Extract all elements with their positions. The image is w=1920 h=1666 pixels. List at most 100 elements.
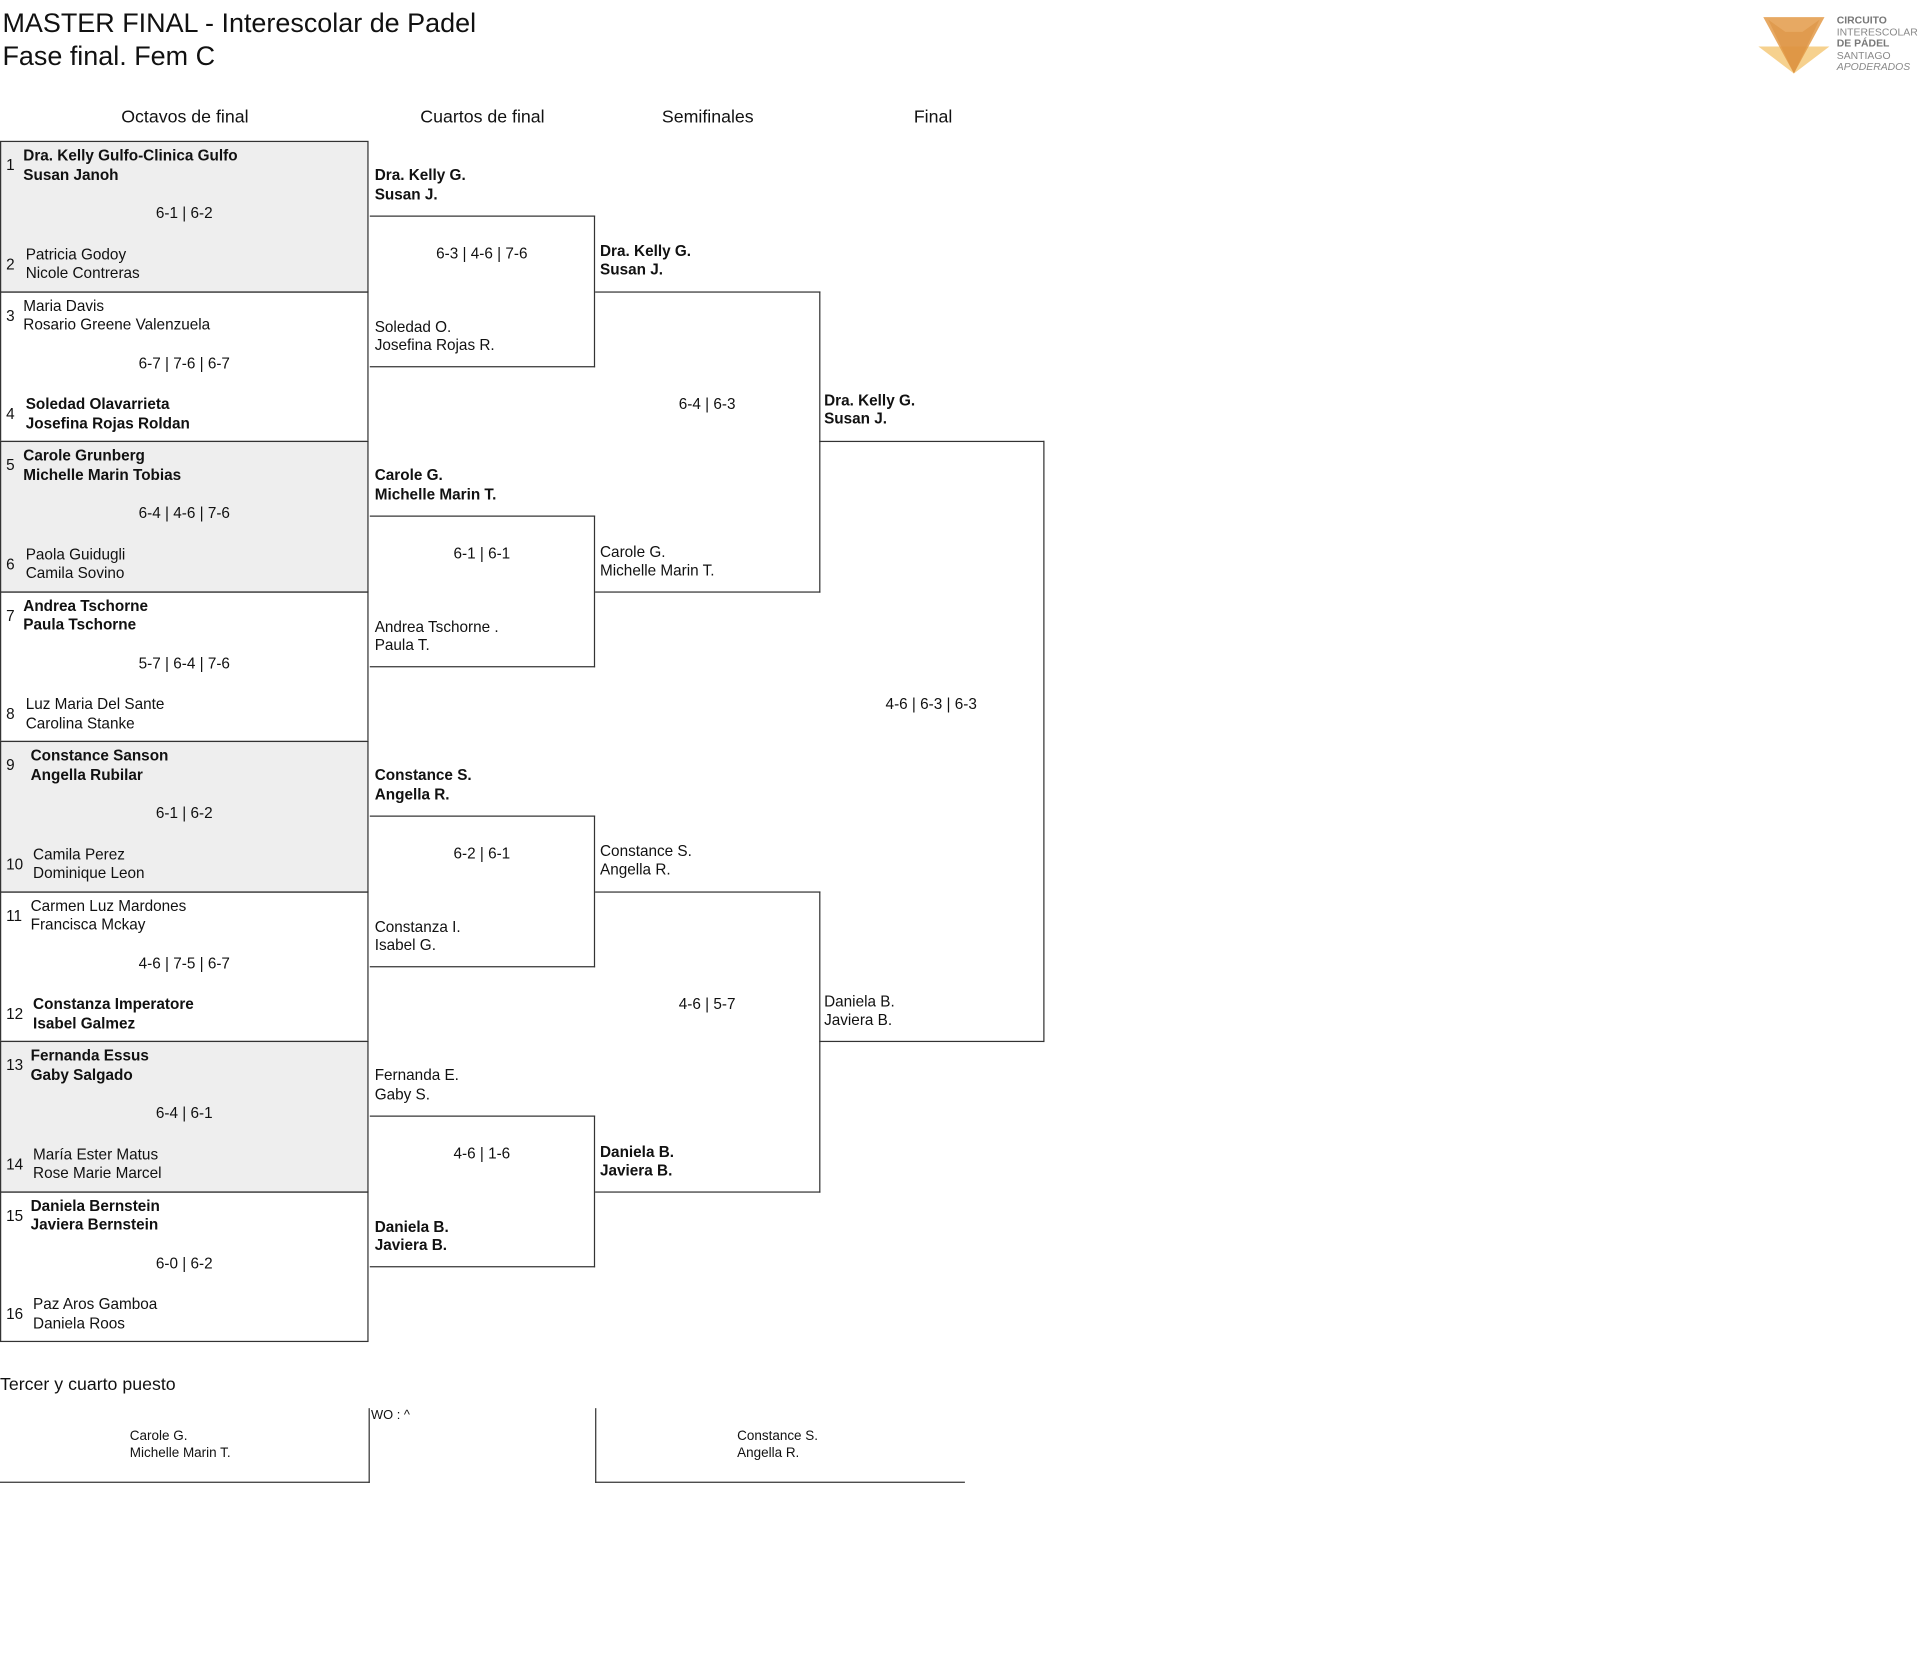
player-name: Javiera Bernstein: [30, 1215, 159, 1234]
player-name: Michelle Marin Tobias: [23, 465, 182, 484]
player-name: Francisca Mckay: [30, 915, 146, 934]
player-name: Carole G.: [129, 1428, 188, 1444]
seed-number: 9: [6, 756, 15, 774]
player-name: Susan J.: [374, 185, 438, 203]
player-name: Susan J.: [824, 410, 888, 428]
player-name: Carole Grunberg: [23, 446, 145, 465]
match-score: 6-4 | 4-6 | 7-6: [138, 504, 230, 522]
player-name: Carole G.: [600, 543, 666, 561]
seed-number: 11: [6, 906, 23, 924]
third-place-team1[interactable]: Carole G. Michelle Marin T.: [0, 1408, 370, 1483]
match-connector: 4-6 | 1-6: [369, 1115, 596, 1267]
seed-number: 7: [6, 606, 15, 624]
player-name: Gaby S.: [374, 1085, 431, 1103]
logo-line: CIRCUITO: [1836, 13, 1887, 26]
page-title: MASTER FINAL - Interescolar de Padel: [2, 7, 477, 38]
player-name: Daniela B.: [600, 1143, 675, 1161]
match-connector: 6-1 | 6-1: [369, 515, 596, 667]
player-name: Dra. Kelly Gulfo-Clinica Gulfo: [23, 146, 238, 165]
team-names: Constance S. Angella R.: [737, 1428, 818, 1462]
logo-fox-icon: [1758, 17, 1830, 74]
match-score: 6-4 | 6-3: [678, 395, 736, 413]
player-name: Constanza Imperatore: [33, 995, 194, 1013]
player-name: Fernanda Essus: [30, 1046, 149, 1065]
walkover-note: WO : ^: [371, 1408, 410, 1423]
logo-text: CIRCUITO INTERESCOLAR DE PÁDEL SANTIAGO …: [1836, 13, 1918, 74]
seed-number: 13: [6, 1056, 24, 1074]
seed-number: 3: [6, 306, 15, 324]
match-score: 6-7 | 7-6 | 6-7: [138, 354, 230, 372]
player-name: Carolina Stanke: [25, 714, 135, 732]
third-place-title: Tercer y cuarto puesto: [0, 1375, 176, 1395]
player-name: Michelle Marin T.: [374, 485, 497, 503]
seed-number: 5: [6, 456, 15, 474]
player-name: Camila Sovino: [25, 564, 125, 582]
player-name: Isabel G.: [374, 936, 436, 954]
third-place-team2[interactable]: Constance S. Angella R.: [595, 1408, 965, 1483]
team: Daniela B.Javiera B.: [375, 1218, 449, 1256]
match-score: 4-6 | 1-6: [453, 1145, 511, 1163]
match-connector: 4-6 | 6-3 | 6-3: [819, 440, 1045, 1042]
match-score: 4-6 | 7-5 | 6-7: [138, 954, 230, 972]
player-name: Javiera B.: [824, 1011, 893, 1029]
player-name: Paula Tschorne: [23, 615, 137, 634]
match-connector: 6-3 | 4-6 | 7-6: [369, 215, 596, 367]
match-score: 6-0 | 6-2: [155, 1254, 213, 1272]
player-name: Patricia Godoy: [25, 245, 127, 263]
team: Constanza I.Isabel G.: [375, 918, 461, 956]
player-name: Daniela B.: [824, 992, 895, 1010]
seed-number: 15: [6, 1206, 24, 1224]
player-name: Angella R.: [737, 1446, 800, 1461]
player-name: Soledad Olavarrieta: [25, 395, 170, 413]
seed-number: 2: [6, 255, 15, 273]
match-score: 6-1 | 6-1: [453, 545, 511, 563]
logo-line: APODERADOS: [1836, 60, 1911, 73]
player-name: Carole G.: [374, 466, 443, 484]
player-name: Fernanda E.: [374, 1066, 459, 1084]
player-name: Andrea Tschorne .: [374, 617, 499, 635]
seed-number: 4: [6, 405, 15, 423]
team: Andrea Tschorne .Paula T.: [375, 618, 499, 656]
match-score: 6-4 | 6-1: [155, 1104, 213, 1122]
match-score: 4-6 | 6-3 | 6-3: [885, 694, 977, 713]
player-name: Michelle Marin T.: [600, 562, 715, 580]
player-name: Dra. Kelly G.: [600, 241, 692, 259]
player-name: Susan J.: [600, 260, 663, 278]
player-name: Michelle Marin T.: [129, 1446, 231, 1461]
player-name: Nicole Contreras: [25, 264, 140, 282]
player-name: Andrea Tschorne: [23, 596, 149, 615]
round-header-r16: Octavos de final: [121, 107, 249, 128]
seed-number: 8: [6, 705, 15, 723]
team: Daniela B.Javiera B.: [824, 992, 895, 1030]
player-name: Luz Maria Del Sante: [25, 695, 165, 713]
team: Fernanda E.Gaby S.: [375, 1067, 459, 1105]
player-name: Paz Aros Gamboa: [33, 1295, 158, 1313]
team-names: Carole G. Michelle Marin T.: [130, 1428, 231, 1462]
match-score: 6-1 | 6-2: [155, 204, 213, 222]
match-score: 6-3 | 4-6 | 7-6: [436, 245, 528, 263]
player-name: Soledad O.: [374, 317, 452, 335]
player-name: Rosario Greene Valenzuela: [23, 315, 211, 334]
player-name: Daniela Bernstein: [30, 1196, 160, 1215]
player-name: Angella R.: [600, 860, 671, 878]
player-name: Josefina Rojas Roldan: [25, 414, 190, 432]
player-name: Paula T.: [374, 636, 430, 654]
